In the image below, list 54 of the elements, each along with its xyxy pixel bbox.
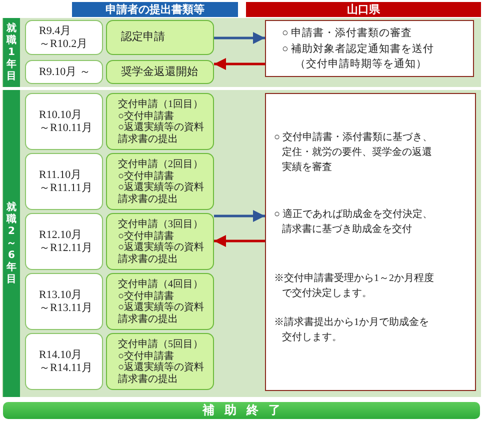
step-text: 請求書の提出 [118, 314, 179, 325]
list-item: ○返還実績等の資料 [118, 362, 206, 374]
review-note: （交付申請時期等を通知） [295, 57, 428, 72]
arrow [214, 32, 265, 44]
review-box [265, 93, 476, 391]
list-item: ○返還実績等の資料 [118, 302, 206, 314]
list-item: ○交付申請書 [118, 230, 176, 242]
review-item: ○ 適正であれば助成金を交付決定、請求書に基づき助成金を交付 [274, 208, 434, 237]
list-item: ○交付申請書 [118, 350, 176, 362]
step-text: 請求書の提出 [118, 194, 179, 205]
period-box: R14.10月～R14.11月 [25, 333, 103, 390]
period-box: R13.10月～R13.11月 [25, 273, 103, 330]
section-panel [2, 90, 481, 397]
step-text: 請求書の提出 [118, 374, 179, 385]
list-item: ○交付申請書 [118, 170, 176, 182]
list-item: ○返還実績等の資料 [118, 122, 206, 134]
arrow [214, 58, 265, 70]
list-item: ○交付申請書 [118, 290, 176, 302]
arrow [214, 210, 265, 222]
step-title: 交付申請（3回目） [118, 219, 204, 230]
year-tab: 就職2～6年目 [3, 90, 20, 397]
period-box: R11.10月～R11.11月 [25, 153, 103, 210]
note-text: ※請求書提出から1か月で助成金を交付します。 [274, 316, 430, 345]
step-title: 交付申請（4回目） [118, 279, 204, 290]
list-item: ○返還実績等の資料 [118, 182, 206, 194]
period-box: R12.10月～R12.11月 [25, 213, 103, 270]
period-box: R9.10月 ～ [25, 60, 103, 84]
step-title: 交付申請（1回目） [118, 99, 204, 110]
step-box [106, 93, 214, 150]
review-item: ○ 申請書・添付書類の審査 [282, 26, 413, 41]
step-box [106, 213, 214, 270]
review-item: ○ 交付申請書・添付書類に基づき、定住・就労の要件、奨学金の返還実績を審査 [274, 130, 434, 175]
step-text: 請求書の提出 [118, 134, 179, 145]
section-panel [2, 18, 481, 87]
step-box [106, 153, 214, 210]
step-box: 認定申請 [106, 20, 214, 55]
step-box [106, 333, 214, 390]
list-item: ○交付申請書 [118, 110, 176, 122]
step-title: 交付申請（5回目） [118, 339, 204, 350]
step-box: 奨学金返還開始 [106, 60, 214, 84]
review-box [265, 20, 474, 77]
period-box: R9.4月～R10.2月 [25, 20, 103, 55]
column-header: 山口県 [246, 2, 481, 17]
step-box [106, 273, 214, 330]
end-banner: 補助終了 [3, 402, 480, 419]
column-header: 申請者の提出書類等 [72, 2, 238, 17]
step-text: 請求書の提出 [118, 254, 179, 265]
arrow [214, 235, 265, 247]
year-tab: 就職1年目 [3, 18, 20, 87]
review-item: ○ 補助対象者認定通知書を送付 [282, 42, 435, 57]
list-item: ○返還実績等の資料 [118, 242, 206, 254]
note-text: ※交付申請書受理から1～2か月程度で交付決定します。 [274, 272, 435, 301]
step-title: 交付申請（2回目） [118, 159, 204, 170]
period-box: R10.10月～R10.11月 [25, 93, 103, 150]
